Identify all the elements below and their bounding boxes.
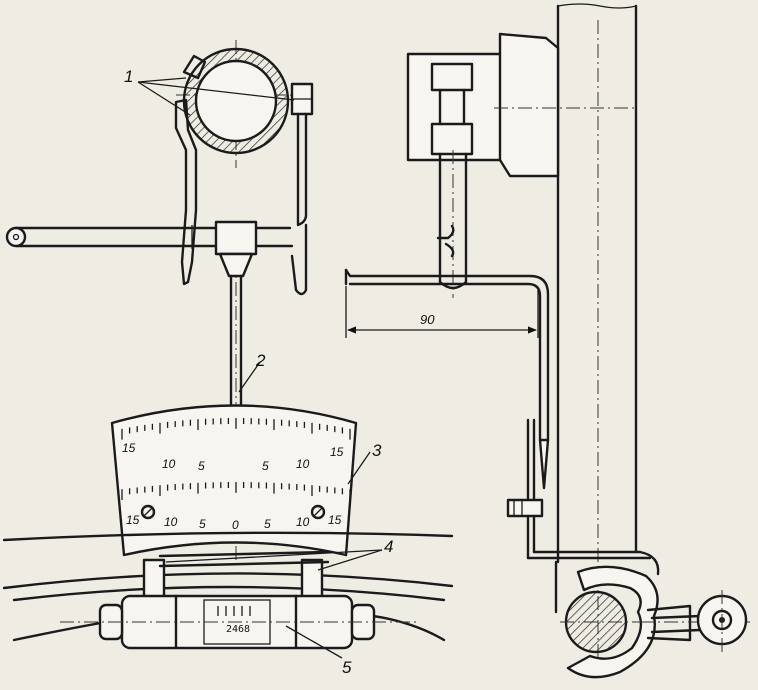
scale-bottom-0: 15 [126, 513, 140, 527]
scale-plate: 15 10 5 5 10 15 15 10 5 0 5 10 15 [110, 404, 358, 557]
scale-bottom-6: 15 [328, 513, 342, 527]
scale-top-0: 15 [122, 441, 136, 455]
mounting-block [406, 32, 636, 178]
scale-top-3: 5 [262, 459, 269, 473]
scale-top-2: 5 [198, 459, 205, 473]
label-3: 3 [372, 441, 382, 460]
label-1: 1 [124, 67, 133, 86]
knob [696, 590, 748, 654]
scale-bottom-4: 5 [264, 517, 271, 531]
pipe-section [182, 47, 290, 155]
horizontal-rod [5, 225, 220, 249]
label-5: 5 [342, 658, 352, 677]
right-view: 90 [344, 3, 750, 679]
left-view: 15 10 5 5 10 15 15 10 5 0 5 10 15 [2, 40, 454, 677]
pointer-holder [214, 220, 294, 278]
shaft-clamp [560, 565, 750, 679]
lower-bracket [526, 550, 660, 614]
scale-bottom-3: 0 [232, 518, 239, 532]
serial-number: 2468 [226, 624, 250, 635]
level-body: 2468 [60, 594, 420, 650]
pipe-clamp [174, 54, 314, 296]
scale-top-4: 10 [296, 457, 310, 471]
callouts: 1 2 3 4 5 [124, 67, 393, 677]
vertical-column [556, 3, 638, 660]
label-4: 4 [384, 537, 393, 556]
dimension-90: 90 [345, 286, 539, 338]
scale-bottom-1: 10 [164, 515, 178, 529]
scale-bottom-2: 5 [199, 517, 206, 531]
l-rod [344, 268, 550, 442]
scale-bottom-5: 10 [296, 515, 310, 529]
label-2: 2 [255, 351, 266, 370]
dimension-label: 90 [420, 312, 435, 327]
scale-top-1: 10 [162, 457, 176, 471]
needle-tip [506, 418, 550, 560]
scale-top-5: 15 [330, 445, 344, 459]
